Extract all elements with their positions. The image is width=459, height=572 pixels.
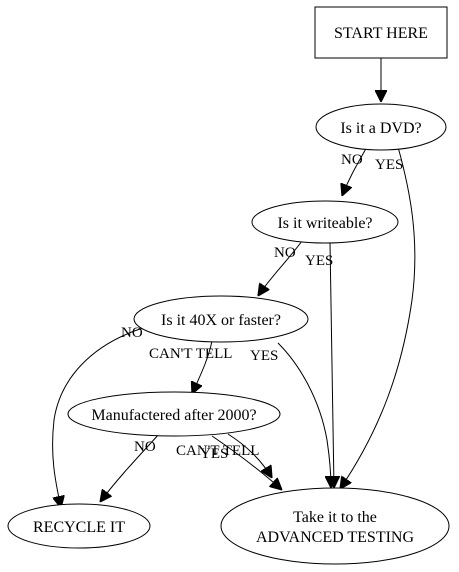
node-writeable-label: Is it writeable? — [277, 215, 372, 232]
edge-writeable-no — [258, 240, 303, 296]
node-recycle-ellipse — [7, 503, 151, 549]
edge-label-dvd-yes: YES — [375, 157, 403, 173]
node-start-box — [314, 6, 448, 59]
edge-speed-yes — [277, 342, 331, 488]
node-advanced: Take it to the ADVANCED TESTING — [220, 487, 450, 565]
node-start-label: START HERE — [334, 25, 428, 42]
edges — [52, 58, 416, 508]
edge-label-speed-no: NO — [121, 325, 143, 341]
node-manufactured: Manufactered after 2000? — [67, 391, 281, 437]
edge-label-speed-yes: YES — [250, 348, 278, 364]
edge-label-writeable-yes: YES — [305, 253, 333, 269]
node-speed-ellipse — [133, 295, 309, 343]
node-advanced-ellipse — [220, 487, 450, 565]
edge-label-dvd-no: NO — [341, 152, 363, 168]
edge-dvd-yes — [340, 146, 416, 489]
edge-label-manufactured-yes: YES — [200, 446, 228, 462]
edge-speed-cant-tell — [192, 340, 213, 394]
edge-label-manufactured-cant-tell: CAN'T TELL — [176, 443, 259, 459]
edge-label-manufactured-no: NO — [134, 439, 156, 455]
node-manufactured-ellipse — [67, 391, 281, 437]
edge-speed-no — [52, 327, 144, 508]
node-speed: Is it 40X or faster? — [133, 295, 309, 343]
node-speed-label: Is it 40X or faster? — [161, 312, 281, 329]
node-dvd: Is it a DVD? — [315, 103, 447, 151]
node-writeable-ellipse — [251, 200, 399, 244]
node-dvd-ellipse — [315, 103, 447, 151]
edge-labels: NO YES NO YES NO CAN'T TELL YES NO CAN'T… — [121, 152, 403, 462]
node-manufactured-label: Manufactered after 2000? — [91, 407, 256, 424]
edge-label-writeable-no: NO — [274, 245, 296, 261]
node-recycle: RECYCLE IT — [7, 503, 151, 549]
edge-manufactured-no — [100, 432, 161, 502]
node-advanced-label-line2: ADVANCED TESTING — [256, 529, 415, 546]
edge-manufactured-cant-tell — [211, 435, 282, 490]
node-dvd-label: Is it a DVD? — [340, 120, 421, 137]
node-writeable: Is it writeable? — [251, 200, 399, 244]
node-recycle-label: RECYCLE IT — [33, 519, 125, 536]
node-advanced-label-line1: Take it to the — [293, 509, 377, 526]
edge-writeable-yes — [330, 241, 334, 488]
edge-label-speed-cant-tell: CAN'T TELL — [149, 346, 232, 362]
edge-manufactured-yes — [227, 433, 272, 478]
node-start: START HERE — [314, 6, 448, 59]
